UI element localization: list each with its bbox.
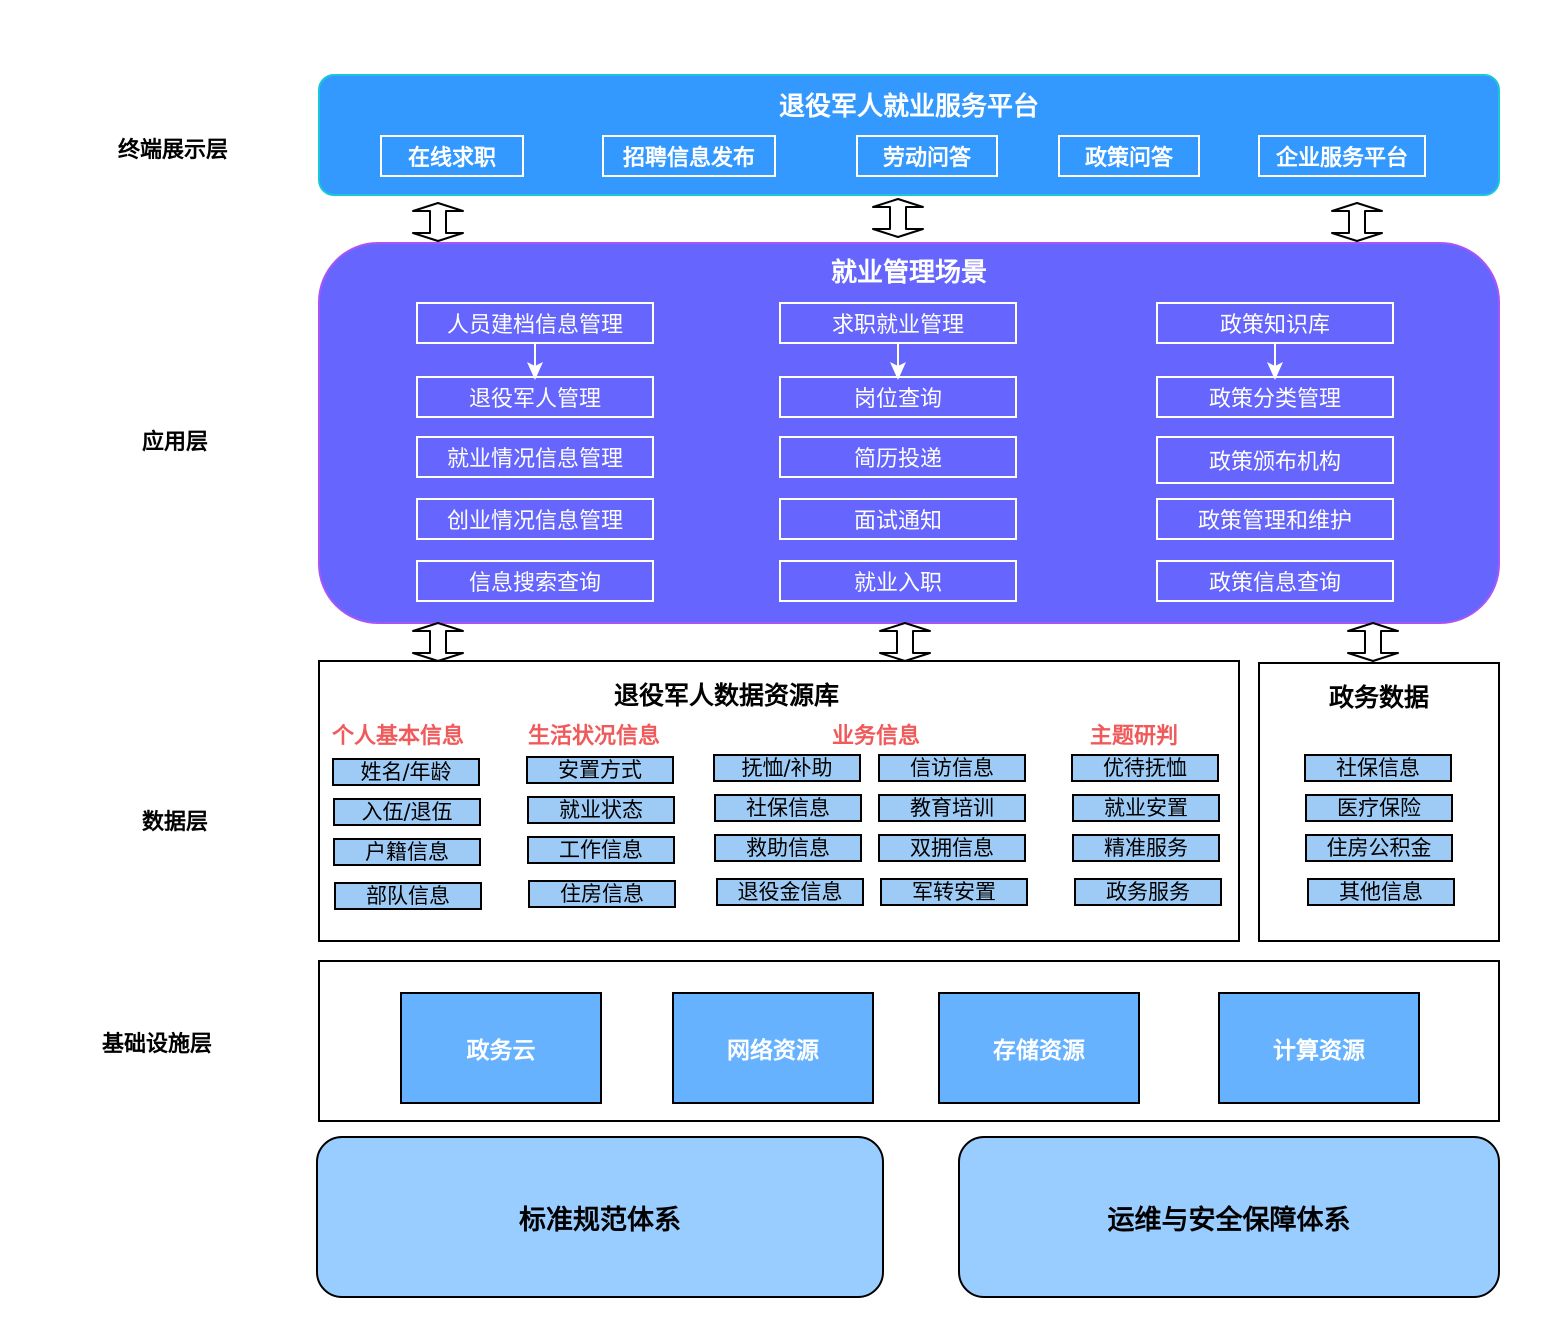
veteran-data-resource-panel: 退役军人数据资源库 个人基本信息 生活状况信息 业务信息 主题研判 姓名/年龄 … xyxy=(318,660,1240,942)
app-item-veteran-management[interactable]: 退役军人管理 xyxy=(416,376,654,418)
infra-item-network: 网络资源 xyxy=(672,992,874,1104)
data-item: 就业安置 xyxy=(1072,794,1220,822)
standards-system: 标准规范体系 xyxy=(316,1136,884,1298)
data-item: 工作信息 xyxy=(527,836,675,864)
app-item-startup-info[interactable]: 创业情况信息管理 xyxy=(416,498,654,540)
gov-data-panel: 政务数据 社保信息 医疗保险 住房公积金 其他信息 xyxy=(1258,662,1500,942)
layer-label-application: 应用层 xyxy=(142,430,209,455)
category-topic: 主题研判 xyxy=(1090,724,1179,749)
data-item: 双拥信息 xyxy=(878,834,1026,862)
down-arrow-icon xyxy=(890,342,906,380)
data-item: 部队信息 xyxy=(334,882,482,910)
data-item: 救助信息 xyxy=(714,834,862,862)
infra-item-gov-cloud: 政务云 xyxy=(400,992,602,1104)
category-living: 生活状况信息 xyxy=(528,724,661,749)
data-item: 就业状态 xyxy=(527,796,675,824)
app-item-onboarding[interactable]: 就业入职 xyxy=(779,560,1017,602)
application-scenario-panel: 就业管理场景 人员建档信息管理 退役军人管理 就业情况信息管理 创业情况信息管理… xyxy=(318,242,1500,624)
data-item: 住房信息 xyxy=(528,880,676,908)
data-item: 军转安置 xyxy=(880,878,1028,906)
data-item: 退役金信息 xyxy=(716,878,864,906)
data-item: 医疗保险 xyxy=(1305,794,1453,822)
app-item-interview-notice[interactable]: 面试通知 xyxy=(779,498,1017,540)
data-item: 其他信息 xyxy=(1307,878,1455,906)
ops-security-system: 运维与安全保障体系 xyxy=(958,1136,1500,1298)
data-item: 入伍/退伍 xyxy=(333,798,481,826)
app-item-archive-management[interactable]: 人员建档信息管理 xyxy=(416,302,654,344)
down-arrow-icon xyxy=(1267,342,1283,380)
layer-label-infrastructure: 基础设施层 xyxy=(102,1032,213,1057)
app-item-info-search[interactable]: 信息搜索查询 xyxy=(416,560,654,602)
down-arrow-icon xyxy=(527,342,543,380)
application-title: 就业管理场景 xyxy=(830,258,987,288)
app-item-policy-category[interactable]: 政策分类管理 xyxy=(1156,376,1394,418)
app-item-policy-query[interactable]: 政策信息查询 xyxy=(1156,560,1394,602)
data-item: 社保信息 xyxy=(714,794,862,822)
data-item: 户籍信息 xyxy=(333,838,481,866)
app-item-policy-agency[interactable]: 政策颁布机构 xyxy=(1156,436,1394,484)
data-item: 政务服务 xyxy=(1074,878,1222,906)
layer-label-terminal: 终端展示层 xyxy=(118,138,229,163)
terminal-item-online-job[interactable]: 在线求职 xyxy=(380,135,524,177)
terminal-item-enterprise-platform[interactable]: 企业服务平台 xyxy=(1258,135,1426,177)
bidirectional-arrow-icon xyxy=(412,202,464,242)
data-item: 姓名/年龄 xyxy=(332,758,480,786)
infra-item-storage: 存储资源 xyxy=(938,992,1140,1104)
infrastructure-panel: 政务云 网络资源 存储资源 计算资源 xyxy=(318,960,1500,1122)
data-item: 教育培训 xyxy=(878,794,1026,822)
bidirectional-arrow-icon xyxy=(879,622,931,662)
category-business: 业务信息 xyxy=(832,724,921,749)
data-item: 信访信息 xyxy=(878,754,1026,782)
data-item: 安置方式 xyxy=(526,756,674,784)
layer-label-data: 数据层 xyxy=(142,810,209,835)
data-item: 抚恤/补助 xyxy=(713,754,861,782)
infra-item-compute: 计算资源 xyxy=(1218,992,1420,1104)
app-item-job-management[interactable]: 求职就业管理 xyxy=(779,302,1017,344)
data-item: 优待抚恤 xyxy=(1071,754,1219,782)
gov-data-title: 政务数据 xyxy=(1328,683,1429,712)
app-item-policy-knowledge[interactable]: 政策知识库 xyxy=(1156,302,1394,344)
app-item-employment-info[interactable]: 就业情况信息管理 xyxy=(416,436,654,478)
app-item-position-query[interactable]: 岗位查询 xyxy=(779,376,1017,418)
bidirectional-arrow-icon xyxy=(412,622,464,662)
category-personal: 个人基本信息 xyxy=(332,724,465,749)
data-item: 精准服务 xyxy=(1072,834,1220,862)
bidirectional-arrow-icon xyxy=(872,198,924,238)
terminal-item-recruit-publish[interactable]: 招聘信息发布 xyxy=(602,135,776,177)
bidirectional-arrow-icon xyxy=(1347,622,1399,662)
terminal-item-policy-qa[interactable]: 政策问答 xyxy=(1058,135,1200,177)
terminal-title: 退役军人就业服务平台 xyxy=(778,92,1039,122)
app-item-resume-submit[interactable]: 简历投递 xyxy=(779,436,1017,478)
terminal-platform-panel: 退役军人就业服务平台 在线求职 招聘信息发布 劳动问答 政策问答 企业服务平台 xyxy=(318,74,1500,196)
terminal-item-labor-qa[interactable]: 劳动问答 xyxy=(856,135,998,177)
bidirectional-arrow-icon xyxy=(1331,202,1383,242)
app-item-policy-maintenance[interactable]: 政策管理和维护 xyxy=(1156,498,1394,540)
data-item: 社保信息 xyxy=(1304,754,1452,782)
data-item: 住房公积金 xyxy=(1305,834,1453,862)
data-resource-title: 退役军人数据资源库 xyxy=(614,681,840,710)
